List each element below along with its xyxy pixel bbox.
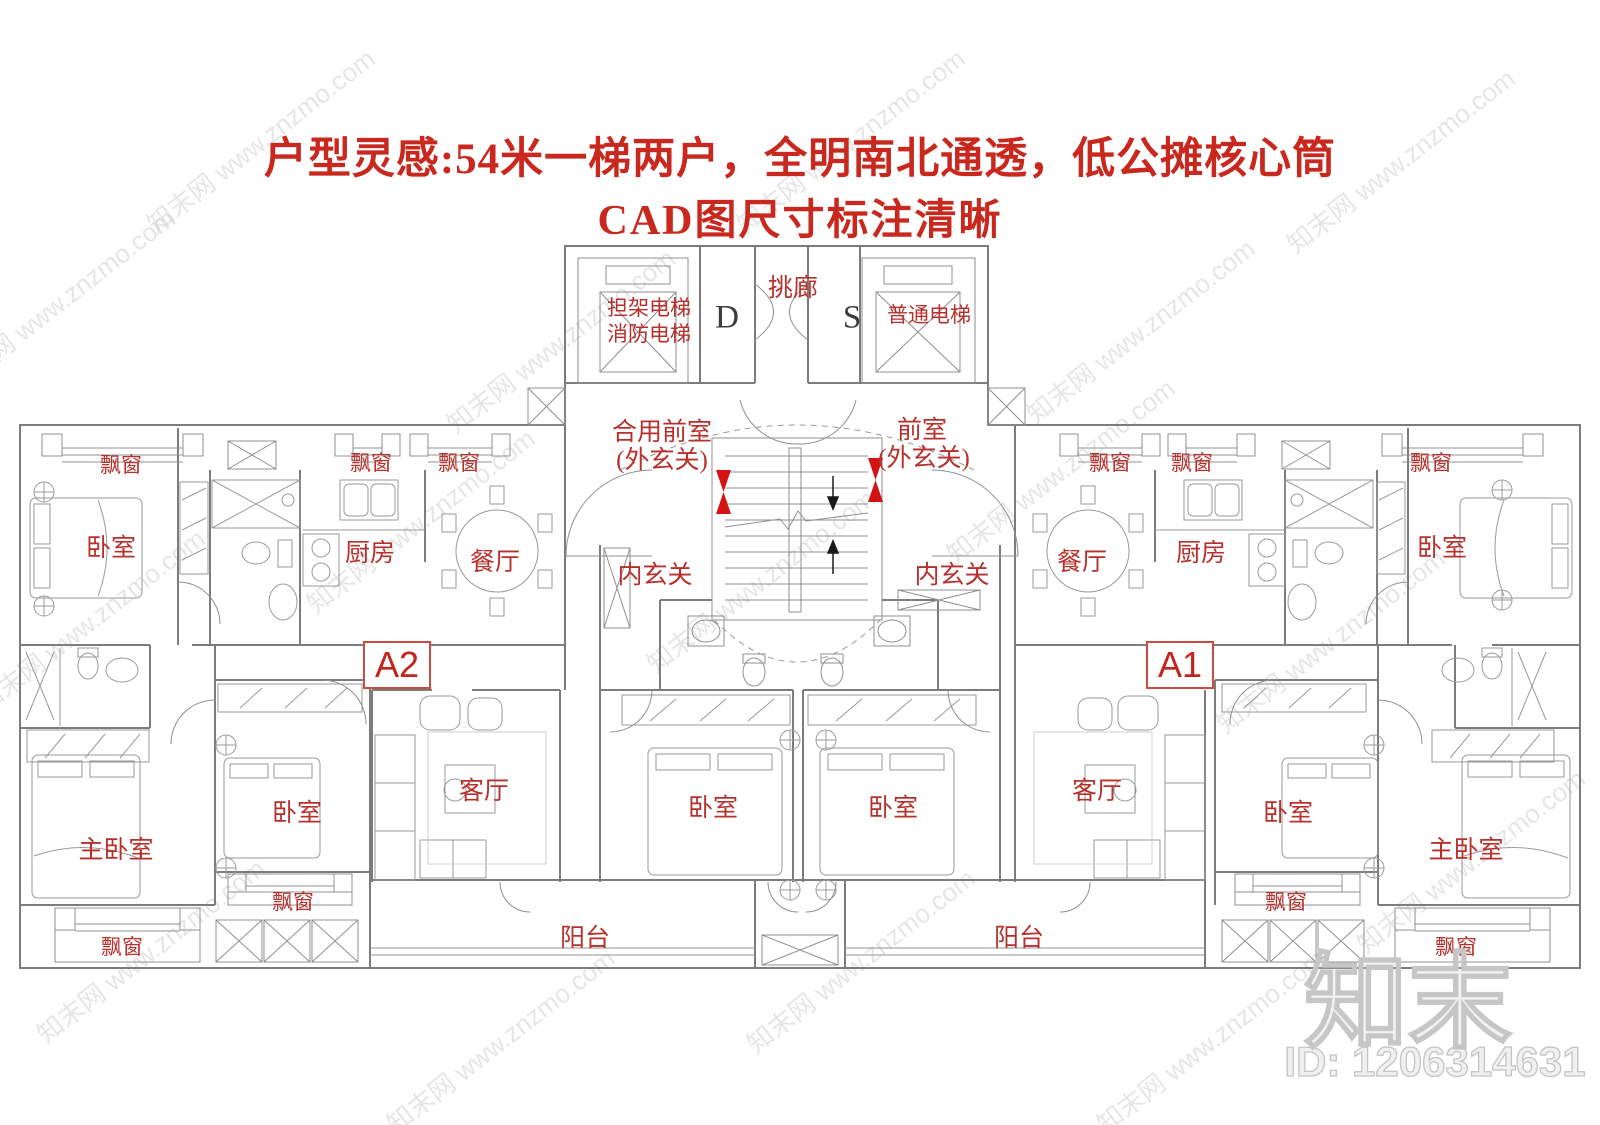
label-master-bedroom: 主卧室	[1428, 837, 1504, 864]
label-bedroom: 卧室	[271, 800, 323, 827]
label-kitchen: 厨房	[1175, 540, 1227, 567]
label-bay-window: 飘窗	[100, 453, 142, 477]
elevator-core	[527, 257, 1026, 687]
label-inner-foyer-left: 内玄关	[617, 562, 693, 589]
label-bedroom: 卧室	[1416, 535, 1468, 562]
label-cantilever-corridor: 挑廊	[767, 275, 819, 302]
label-stretcher-elevator: 担架电梯	[607, 296, 691, 320]
label-bedroom: 卧室	[1262, 800, 1314, 827]
stair-direction-arrows	[826, 476, 840, 574]
label-shaft-d: D	[715, 299, 739, 336]
brand-id: ID: 1206314631	[1284, 1037, 1587, 1085]
label-bay-window: 飘窗	[350, 451, 392, 475]
label-kitchen: 厨房	[344, 540, 396, 567]
unit-badge-a2: A2	[362, 641, 432, 689]
label-bedroom: 卧室	[867, 795, 919, 822]
label-passenger-elevator: 普通电梯	[887, 303, 971, 327]
label-bay-window: 飘窗	[1410, 451, 1452, 475]
label-front-room: 前室	[896, 417, 948, 444]
label-living-room: 客厅	[458, 778, 510, 805]
unit-badge-a1: A1	[1145, 641, 1215, 689]
furniture	[25, 479, 1573, 901]
page-title: 户型灵感:54米一梯两户，全明南北通透，低公摊核心筒	[263, 136, 1337, 183]
label-balcony-left: 阳台	[559, 925, 611, 952]
label-bedroom: 卧室	[687, 795, 739, 822]
label-bay-window: 飘窗	[438, 451, 480, 475]
bay-windows	[41, 433, 1551, 966]
label-dining-room: 餐厅	[1056, 549, 1108, 576]
label-shared-front-room: 合用前室	[611, 419, 713, 446]
label-shaft-s: S	[842, 299, 862, 336]
door-arcs	[170, 399, 1423, 913]
label-bay-window: 飘窗	[272, 890, 314, 914]
label-front-room-sub: (外玄关)	[878, 445, 970, 472]
label-bay-window: 飘窗	[101, 935, 143, 959]
label-bedroom: 卧室	[85, 535, 137, 562]
label-shared-front-room-sub: (外玄关)	[616, 447, 708, 474]
label-bay-window: 飘窗	[1435, 935, 1477, 959]
label-inner-foyer-right: 内玄关	[914, 562, 990, 589]
label-fire-elevator: 消防电梯	[607, 322, 691, 346]
dashed-circulation	[619, 424, 975, 663]
walls	[19, 245, 1581, 969]
label-bay-window: 飘窗	[1171, 451, 1213, 475]
page-subtitle: CAD图尺寸标注清晰	[597, 198, 1003, 244]
label-balcony-right: 阳台	[993, 925, 1045, 952]
label-master-bedroom: 主卧室	[78, 837, 154, 864]
label-dining-room: 餐厅	[469, 549, 521, 576]
label-bay-window: 飘窗	[1089, 451, 1131, 475]
rugs	[427, 731, 1153, 865]
label-living-room: 客厅	[1071, 778, 1123, 805]
brand-logo: 知末	[1303, 945, 1513, 1063]
fire-door-markers	[716, 458, 883, 514]
label-bay-window: 飘窗	[1265, 890, 1307, 914]
